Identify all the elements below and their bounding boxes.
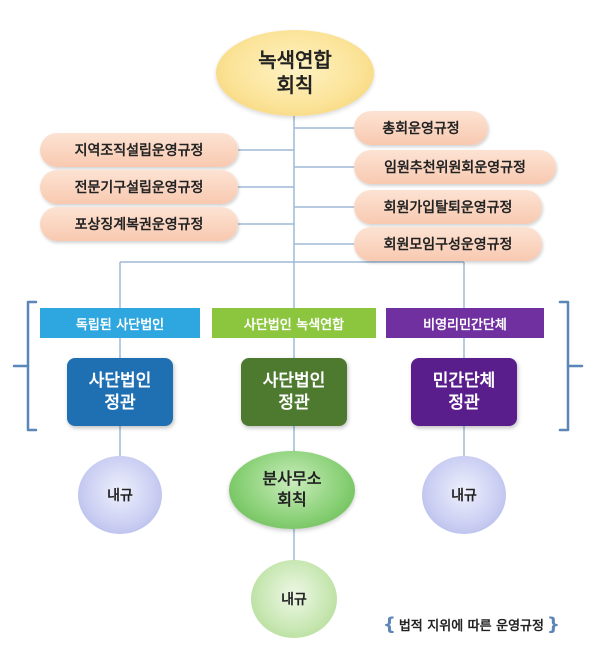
legend-brace-open-icon: { [383, 613, 396, 635]
left-rule-1: 지역조직설립운영규정 [40, 133, 238, 167]
column-header-independent: 독립된 사단법인 [40, 308, 200, 338]
top-charter-ellipse: 녹색연합 회칙 [216, 30, 374, 116]
right-rule-1: 총회운영규정 [354, 111, 488, 145]
column-header-nonprofit: 비영리민간단체 [386, 308, 544, 338]
bottom-bylaw-circle-1: 내규 [78, 456, 162, 534]
legend-text: 법적 지위에 따른 운영규정 [398, 618, 544, 634]
bottom-bylaw-circle-3: 내규 [422, 456, 506, 534]
branch-office-ellipse: 분사무소 회칙 [229, 451, 355, 529]
legend-brace-close-icon: } [546, 613, 560, 635]
right-rule-3: 회원가입탈퇴운영규정 [354, 190, 542, 224]
right-rule-4: 회원모임구성운영규정 [354, 227, 542, 261]
column-box-civic-articles: 민간단체 정관 [411, 358, 517, 426]
column-header-green-korea: 사단법인 녹색연합 [212, 308, 376, 338]
column-box-incorporated-articles-1: 사단법인 정관 [67, 358, 173, 426]
left-rule-3: 포상징계복권운영규정 [40, 207, 238, 241]
column-box-incorporated-articles-2: 사단법인 정관 [241, 358, 347, 426]
bottom-bylaw-circle-2: 내규 [251, 560, 337, 638]
right-rule-2: 임원추천위원회운영규정 [354, 150, 556, 184]
left-rule-2: 전문기구설립운영규정 [40, 170, 238, 204]
legend: { 법적 지위에 따른 운영규정 } [380, 613, 563, 635]
